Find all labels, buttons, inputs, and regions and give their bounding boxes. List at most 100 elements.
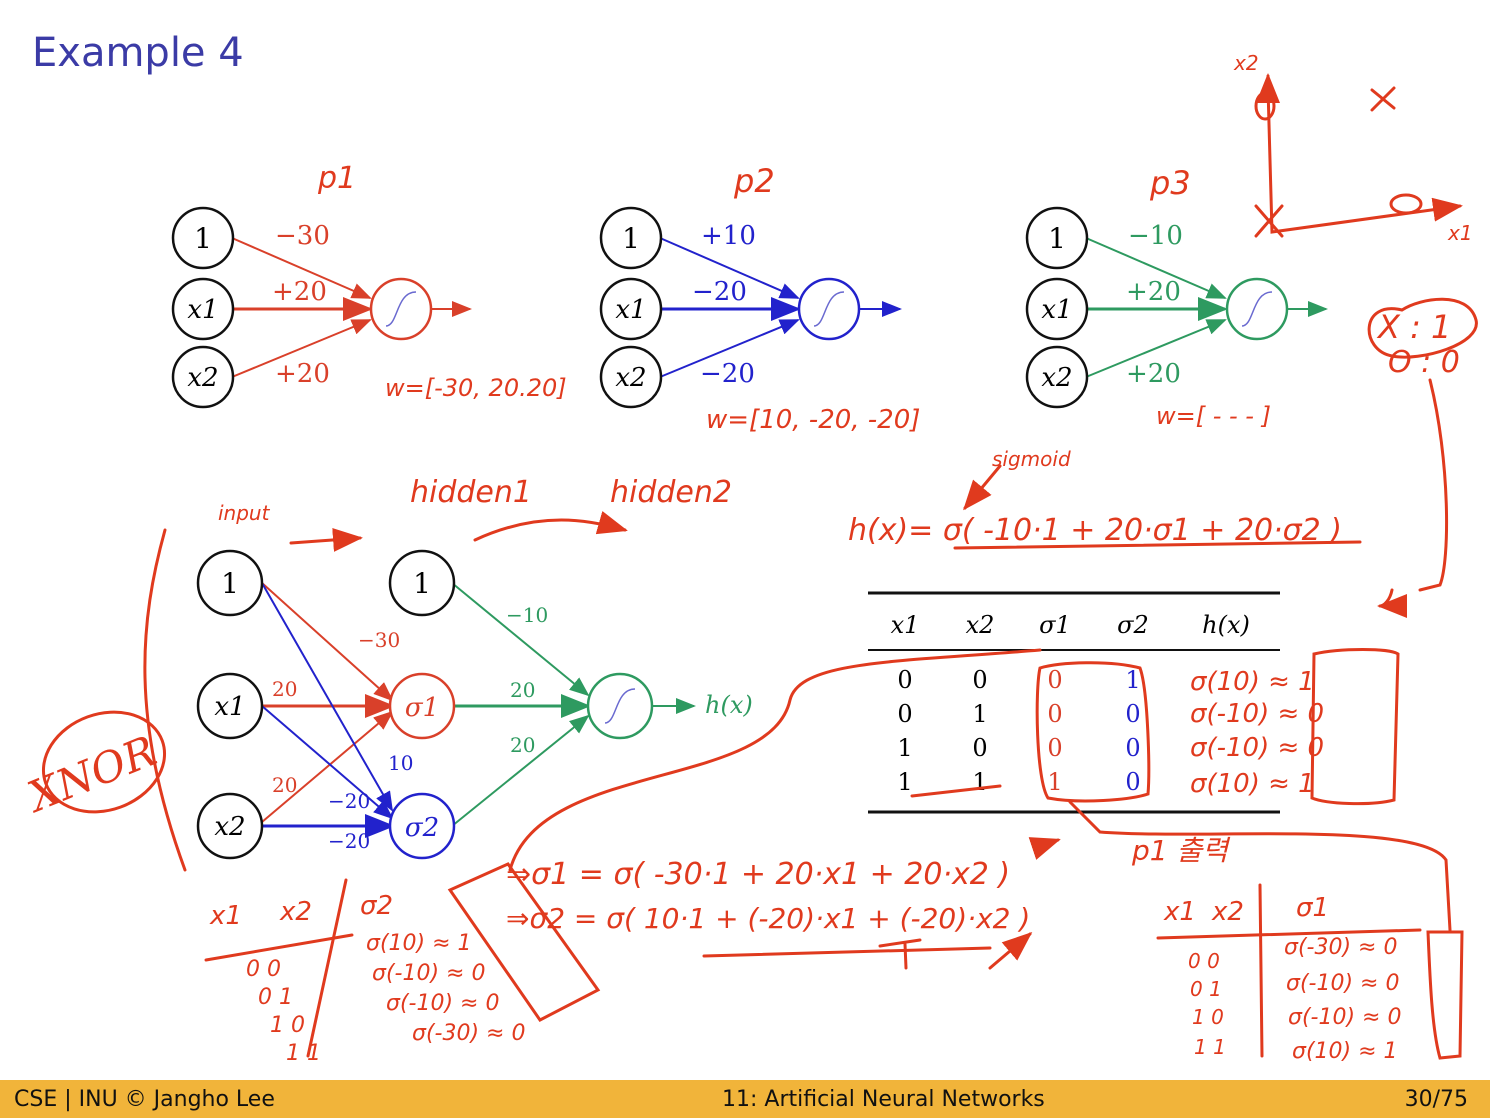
ink-axis-x2: x2 <box>1233 51 1259 75</box>
p2-weight-bias: +10 <box>701 221 756 251</box>
ink-h-value-4: σ(10) ≈ 1 <box>1190 769 1315 799</box>
p2-x1-node <box>599 277 663 341</box>
ink-hidden2: hidden2 <box>610 475 732 510</box>
ink-label-p3: p3 <box>1149 164 1191 202</box>
net-input-bias-label: 1 <box>221 567 239 600</box>
ink-left-row-2: 0 1 <box>258 985 293 1010</box>
table-cell: 0 <box>1047 666 1062 694</box>
net-sigma2-node <box>388 792 456 860</box>
footer-author: CSE | INU © Jangho Lee <box>14 1087 275 1112</box>
table-header-x2: x2 <box>966 611 995 639</box>
p3-x2-label: x2 <box>1041 363 1072 393</box>
ink-right-row-1: 0 0 <box>1188 949 1220 973</box>
ink-sigma2-formula: ⇒σ2 = σ( 10·1 + (-20)·x1 + (-20)·x2 ) <box>506 902 1030 935</box>
ink-annotations: p1 p2 p3 w=[-30, 20.20] w=[10, -20, -20]… <box>209 51 1473 1066</box>
slide-title: Example 4 <box>32 30 244 76</box>
ink-axis-x1: x1 <box>1447 221 1473 245</box>
net-input-x1-node <box>196 672 264 740</box>
ink-weights-p3: w=[ - - - ] <box>1156 402 1271 430</box>
p3-bias-label: 1 <box>1048 222 1066 255</box>
table-cell: 1 <box>972 700 987 728</box>
p1-x1-node <box>171 277 235 341</box>
ink-weights-p1: w=[-30, 20.20] <box>385 374 567 402</box>
table-cell: 1 <box>897 768 912 796</box>
table-header-x1: x1 <box>891 611 920 639</box>
net-red-weight-x2: 20 <box>272 773 297 797</box>
ink-h-value-2: σ(-10) ≈ 0 <box>1190 699 1324 729</box>
perceptron-p3: 1 x1 x2 −10 +20 +20 <box>1025 206 1328 409</box>
p3-weight-bias: −10 <box>1128 221 1183 251</box>
p2-weight-x2: −20 <box>700 359 755 389</box>
ink-right-row-4: 1 1 <box>1194 1035 1226 1059</box>
p2-bias-node <box>599 206 663 270</box>
ink-hidden1: hidden1 <box>410 475 532 510</box>
ink-strokes <box>41 73 1478 1060</box>
table-cell: 1 <box>897 734 912 762</box>
p1-weight-bias: −30 <box>275 221 330 251</box>
table-header-sigma1: σ1 <box>1039 611 1071 639</box>
xnor-network: 1 x1 x2 1 σ1 σ2 h(x) −30 20 20 10 −20 −2… <box>196 549 753 860</box>
p2-sigmoid-node <box>797 277 861 341</box>
perceptron-p2: 1 x1 x2 +10 −20 −20 <box>599 206 902 409</box>
ink-sigma1-formula: ⇒σ1 = σ( -30·1 + 20·x1 + 20·x2 ) <box>506 857 1010 892</box>
ink-left-header-x1: x1 <box>209 901 242 931</box>
p3-sigmoid-node <box>1225 277 1289 341</box>
ink-left-value-3: σ(-10) ≈ 0 <box>386 991 499 1016</box>
net-blue-weight-x1: −20 <box>328 789 370 813</box>
p1-sigmoid-node <box>369 277 433 341</box>
table-cell: 0 <box>1125 734 1140 762</box>
p1-bias-label: 1 <box>194 222 212 255</box>
p2-bias-label: 1 <box>622 222 640 255</box>
footer-bar: CSE | INU © Jangho Lee 11: Artificial Ne… <box>0 1080 1490 1118</box>
p3-weight-x2: +20 <box>1126 359 1181 389</box>
net-output-label: h(x) <box>705 691 753 719</box>
p3-x1-label: x1 <box>1041 295 1072 325</box>
table-cell: 0 <box>972 666 987 694</box>
p2-weight-x1: −20 <box>692 277 747 307</box>
ink-left-row-3: 1 0 <box>270 1013 305 1038</box>
net-sigma1-node <box>388 672 456 740</box>
p1-x1-label: x1 <box>187 295 218 325</box>
ink-x-legend: X : 1 <box>1376 308 1451 346</box>
table-header-sigma2: σ2 <box>1117 611 1149 639</box>
ink-left-value-4: σ(-30) ≈ 0 <box>412 1021 525 1046</box>
ink-right-header-x2: x2 <box>1211 897 1244 927</box>
net-blue-weight-bias: 10 <box>388 751 413 775</box>
ink-sigmoid: sigmoid <box>992 447 1071 471</box>
p1-weight-x1: +20 <box>272 277 327 307</box>
ink-label-p1: p1 <box>317 161 356 196</box>
ink-right-value-2: σ(-10) ≈ 0 <box>1286 971 1399 996</box>
truth-table: x1 x2 σ1 σ2 h(x) 0 0 0 1 0 1 0 0 1 0 0 0… <box>868 591 1280 814</box>
ink-left-row-1: 0 0 <box>246 957 281 982</box>
ink-left-value-2: σ(-10) ≈ 0 <box>372 961 485 986</box>
table-cell: 0 <box>1047 734 1062 762</box>
ink-right-value-1: σ(-30) ≈ 0 <box>1284 935 1397 960</box>
p3-weight-x1: +20 <box>1126 277 1181 307</box>
p3-x2-node <box>1025 345 1089 409</box>
table-header-hx: h(x) <box>1202 611 1250 639</box>
ink-right-header-x1: x1 <box>1163 897 1196 927</box>
ink-left-header-sigma2: σ2 <box>360 891 393 921</box>
ink-left-row-4: 1 1 <box>286 1041 321 1066</box>
table-cell: 0 <box>1047 700 1062 728</box>
table-cell: 0 <box>897 700 912 728</box>
p1-bias-node <box>171 206 235 270</box>
net-input-bias-node <box>196 549 264 617</box>
table-cell: 1 <box>1125 666 1140 694</box>
table-cell: 1 <box>1047 768 1062 796</box>
net-blue-weight-x2: −20 <box>328 829 370 853</box>
footer-page-number: 30/75 <box>1404 1087 1468 1112</box>
p2-x1-label: x1 <box>615 295 646 325</box>
footer-course: 11: Artificial Neural Networks <box>722 1087 1045 1112</box>
ink-o-legend: O : 0 <box>1388 345 1460 380</box>
net-hidden-bias-node <box>388 549 456 617</box>
net-red-weight-x1: 20 <box>272 677 297 701</box>
net-output-node <box>586 672 654 740</box>
table-cell: 0 <box>1125 700 1140 728</box>
ink-left-value-1: σ(10) ≈ 1 <box>366 931 472 956</box>
net-sigma1-label: σ1 <box>405 693 439 723</box>
table-cell: 0 <box>1125 768 1140 796</box>
ink-right-row-2: 0 1 <box>1190 977 1222 1001</box>
ink-weights-p2: w=[10, -20, -20] <box>706 405 920 435</box>
